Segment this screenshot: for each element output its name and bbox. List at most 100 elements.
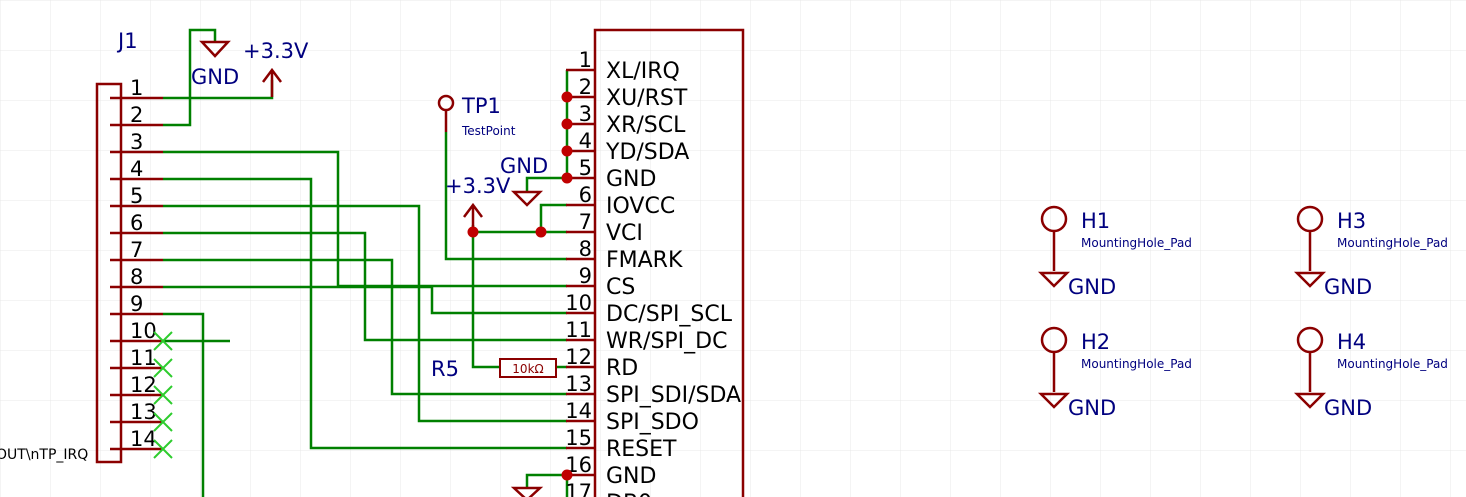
display-pin-name: CS (606, 275, 635, 300)
gnd-icon (1293, 392, 1327, 409)
display-pin-name: FMARK (606, 248, 683, 273)
wire (163, 285, 567, 315)
junction-dot (561, 91, 573, 103)
connector-j1-pin-number: 7 (130, 238, 143, 262)
no-connect-markers (153, 331, 173, 459)
display-pin-number: 5 (579, 156, 592, 180)
display-pin-number: 13 (565, 372, 592, 396)
connector-j1-pin-number: 11 (130, 346, 157, 370)
connector-j1-net-label: OUT\nTP_IRQ (0, 447, 88, 463)
wire (163, 177, 567, 450)
wire (525, 176, 567, 192)
junction-dot (467, 226, 479, 238)
display-pin-name: WR/SPI_DC (606, 329, 727, 354)
mounting-hole-net: GND (1068, 396, 1116, 420)
testpoint-reference: TP1 (461, 94, 501, 118)
display-pin-name: RESET (606, 437, 677, 462)
no-connect-icon (153, 412, 173, 432)
connector-j1-pin-number: 1 (130, 76, 143, 100)
mounting-hole-reference: H4 (1337, 330, 1366, 354)
no-connect-icon (153, 439, 173, 459)
display-pin-name: IOVCC (606, 194, 675, 219)
display-pin-number: 2 (579, 75, 592, 99)
mounting-hole-value: MountingHole_Pad (1337, 357, 1448, 371)
wire (444, 132, 567, 261)
wire (163, 28, 217, 127)
vcc-symbol-j1: +3.3V (243, 39, 309, 97)
gnd-icon (1037, 392, 1071, 409)
display-pin-number: 15 (565, 426, 592, 450)
display-pin-number: 4 (579, 129, 592, 153)
connector-j1-pin-number: 2 (130, 103, 143, 127)
display-pin-number: 12 (565, 345, 592, 369)
gnd-label: GND (500, 154, 548, 178)
resistor-value: 10kΩ (512, 362, 543, 376)
display-pin-name: YD/SDA (605, 140, 689, 165)
testpoint-value: TestPoint (461, 124, 516, 138)
gnd-icon (1293, 271, 1327, 288)
display-pin-number: 1 (579, 48, 592, 72)
display-pin-name: GND (606, 167, 656, 192)
wire (163, 312, 205, 497)
connector-j1-body (95, 82, 123, 464)
mounting-hole-net: GND (1324, 396, 1372, 420)
display-pin-name: SPI_SDO (606, 410, 699, 435)
connector-j1-pin-number: 6 (130, 211, 143, 235)
display-pin-number: 6 (579, 183, 592, 207)
display-pin-name: GND (606, 464, 656, 489)
gnd-icon (510, 190, 544, 207)
display-pin-name: RD (606, 356, 638, 381)
connector-j1-pin-number: 10 (130, 319, 157, 343)
connector-j1-pin-number: 12 (130, 373, 157, 397)
wire (163, 258, 567, 396)
display-pin-name: XR/SCL (606, 113, 686, 138)
gnd-icon (1037, 271, 1071, 288)
connector-j1-pin-number: 13 (130, 400, 157, 424)
wires (163, 28, 569, 497)
junction-dot (561, 118, 573, 130)
mounting-hole-reference: H3 (1337, 209, 1366, 233)
display-pin-number: 10 (565, 291, 592, 315)
connector-j1-reference: J1 (116, 29, 138, 53)
display-pin-name: DB0 (606, 491, 652, 497)
display-pin-name: DC/SPI_SCL (606, 302, 733, 327)
gnd-symbol-j1: GND (191, 40, 239, 89)
testpoint-tp1[interactable]: TP1 TestPoint (437, 94, 516, 138)
display-pin-name: VCI (606, 221, 643, 246)
connector-j1-pin-number: 9 (130, 292, 143, 316)
gnd-label: GND (191, 65, 239, 89)
vcc-label: +3.3V (243, 39, 309, 63)
junctions (467, 91, 573, 481)
gnd-symbol-display-bottom (510, 486, 544, 497)
mounting-hole-value: MountingHole_Pad (1081, 357, 1192, 371)
display-pin-number: 7 (579, 210, 592, 234)
junction-dot (535, 226, 547, 238)
display-pin-name: XL/IRQ (606, 59, 680, 84)
connector-j1-pin-number: 5 (130, 184, 143, 208)
mounting-hole-value: MountingHole_Pad (1081, 236, 1192, 250)
mounting-hole-value: MountingHole_Pad (1337, 236, 1448, 250)
wire (163, 204, 567, 423)
connector-j1-pin-number: 14 (130, 427, 157, 451)
resistor-reference: R5 (431, 357, 459, 381)
connector-j1-pin-number: 3 (130, 130, 143, 154)
resistor-r5[interactable]: 10kΩ R5 (431, 357, 557, 381)
display-pin-number: 3 (579, 102, 592, 126)
mounting-hole-net: GND (1068, 275, 1116, 299)
display-pin-number: 11 (565, 318, 592, 342)
wire (525, 473, 567, 488)
connector-j1-pin-number: 8 (130, 265, 143, 289)
vcc-symbol-display: +3.3V (445, 174, 511, 232)
wire (471, 232, 500, 369)
vcc-label: +3.3V (445, 174, 511, 198)
no-connect-icon (153, 385, 173, 405)
display-connector-body (593, 28, 745, 497)
